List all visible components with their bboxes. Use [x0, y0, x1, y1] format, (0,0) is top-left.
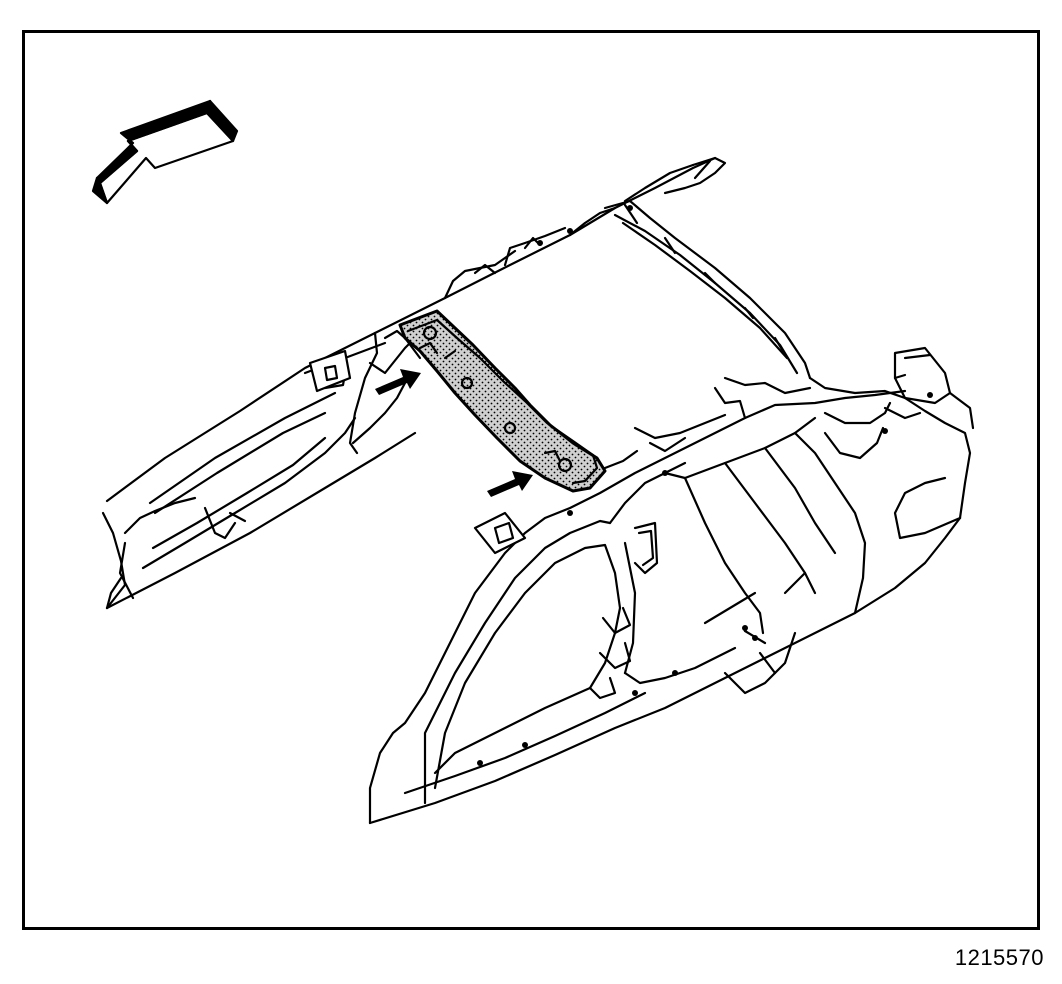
far-side-roof-rail: [101, 156, 717, 610]
rear-quarter-panel: [603, 346, 975, 540]
bracket-left: [308, 349, 352, 393]
highlighted-roof-bow: [398, 309, 607, 493]
near-side-body-panel: [368, 389, 962, 825]
fastener-holes: [477, 205, 933, 766]
bracket-center: [473, 511, 527, 555]
illustration-frame: [22, 30, 1040, 930]
body-side-roof-structure-illustration: [91, 99, 975, 825]
callout-arrow-icon: [375, 369, 421, 395]
callout-arrow-icon: [487, 471, 533, 497]
front-direction-arrow-icon: [91, 99, 239, 205]
rear-roof-header: [603, 156, 812, 380]
figure-number: 1215570: [954, 945, 1044, 970]
